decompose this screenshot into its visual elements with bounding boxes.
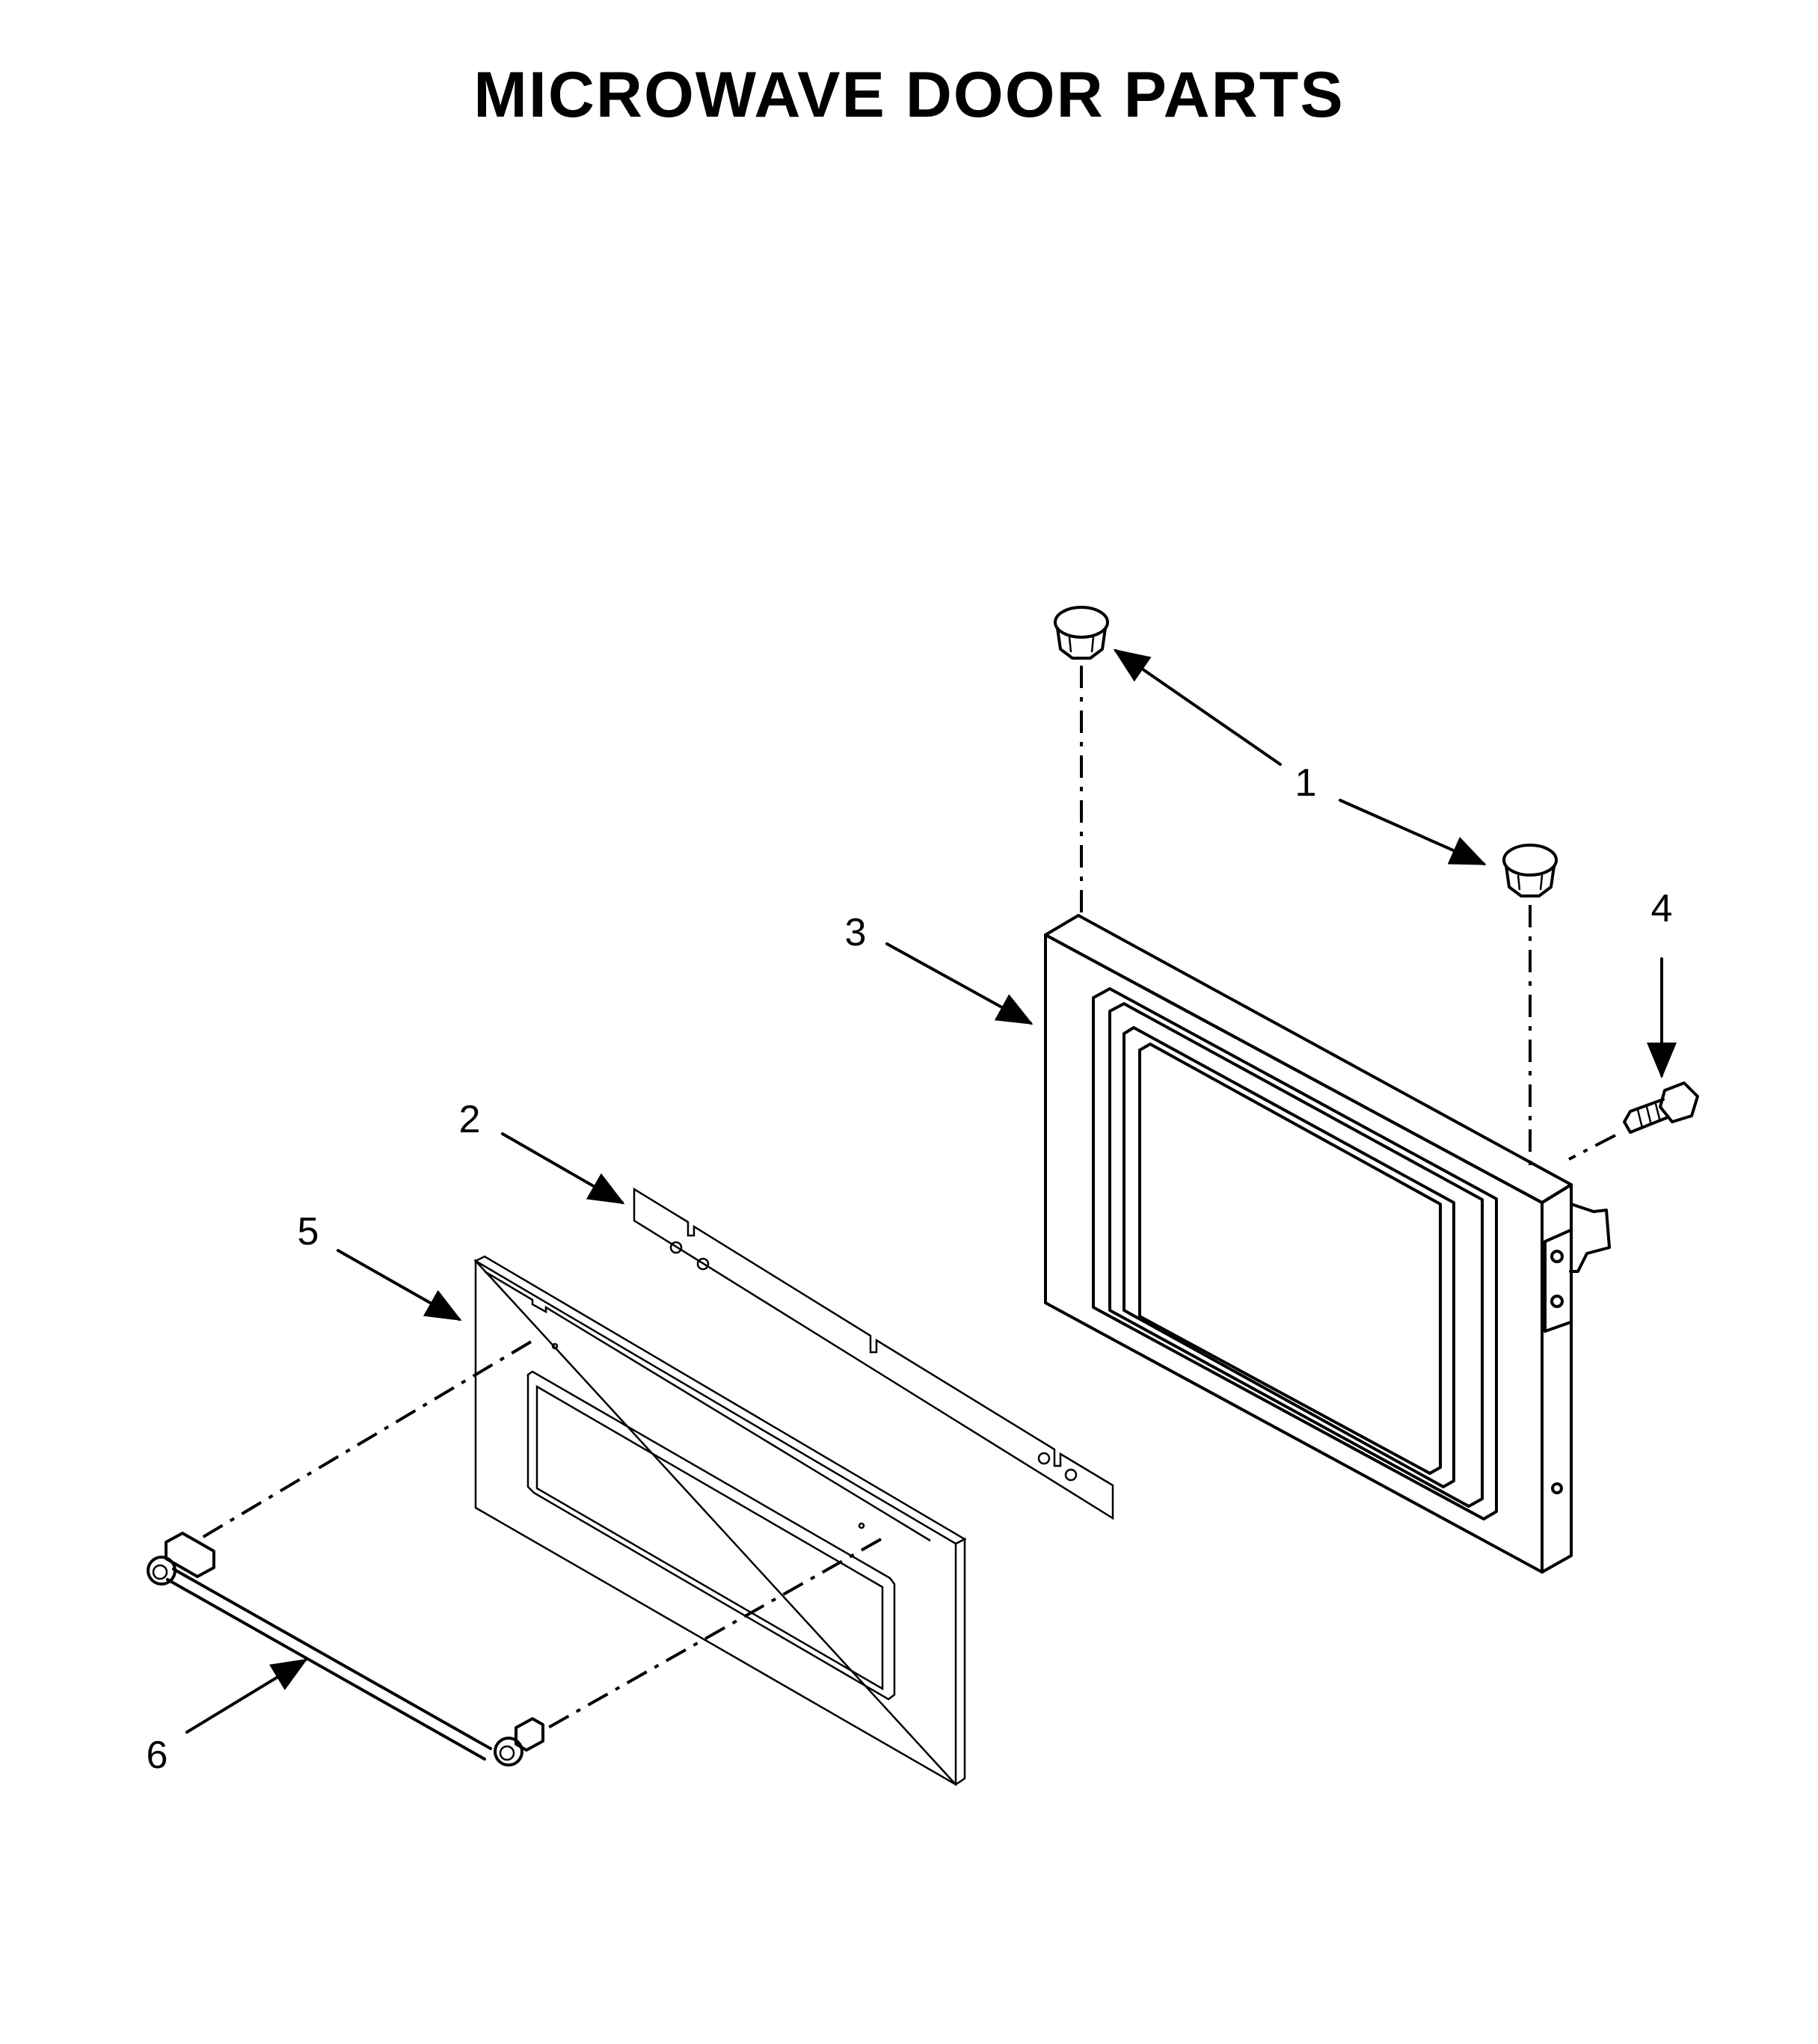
- callout-6: 6: [147, 1734, 168, 1777]
- grommet-top-part: [1054, 606, 1109, 660]
- screw-part: [1623, 1081, 1699, 1134]
- callout-3: 3: [845, 911, 867, 954]
- page-title: MICROWAVE DOOR PARTS: [473, 59, 1345, 131]
- callout-5: 5: [298, 1210, 319, 1253]
- door-panel-part: [473, 1255, 967, 1787]
- leader-arrows: [185, 648, 1677, 1734]
- handle-part: [147, 1532, 544, 1767]
- assembly-lines: [200, 666, 1616, 1732]
- callout-labels: 1 2 3 4 5 6: [147, 761, 1673, 1777]
- callout-4: 4: [1651, 887, 1673, 930]
- grommet-right-part: [1502, 844, 1558, 897]
- door-frame-part: [1044, 914, 1611, 1574]
- shield-plate-part: [633, 1187, 1114, 1520]
- callout-2: 2: [459, 1098, 481, 1141]
- callout-1: 1: [1295, 761, 1317, 805]
